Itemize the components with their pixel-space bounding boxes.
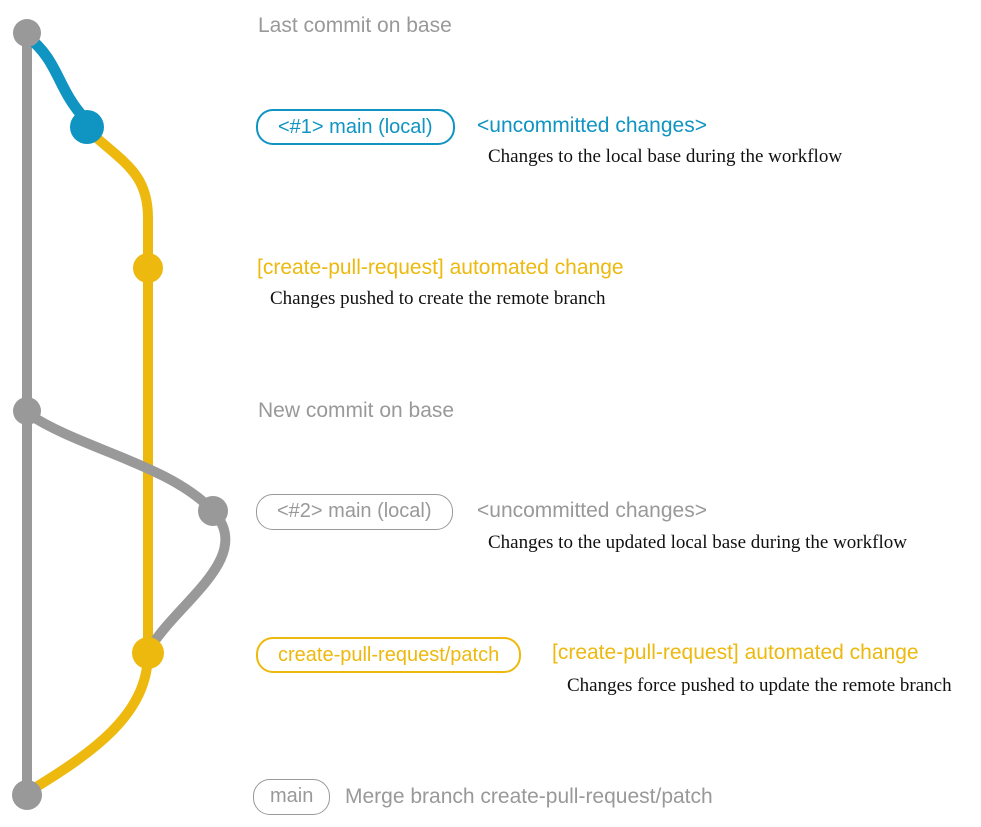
merge-commit-dot: [12, 780, 42, 810]
automated-change-title-2: [create-pull-request] automated change: [552, 641, 919, 664]
local-main-1-line: [21, 30, 92, 126]
branch-badge-create-pull-request-patch: create-pull-request/patch: [256, 637, 522, 673]
merge-branch-title: Merge branch create-pull-request/patch: [345, 785, 713, 808]
patch-commit-dot-1: [133, 253, 163, 283]
new-commit-on-base-label: New commit on base: [258, 399, 455, 422]
uncommitted-changes-title-2: <uncommitted changes>: [477, 499, 707, 522]
local-base-changes-caption-1: Changes to the local base during the wor…: [488, 146, 843, 167]
force-push-caption: Changes force pushed to update the remot…: [567, 675, 952, 696]
uncommitted-changes-title-1: <uncommitted changes>: [477, 114, 707, 137]
base-commit-dot-1: [13, 19, 41, 47]
automated-change-title-1: [create-pull-request] automated change: [257, 256, 624, 279]
last-commit-on-base-label: Last commit on base: [258, 14, 452, 37]
branch-badge-main: main: [253, 779, 331, 815]
local-base-changes-caption-2: Changes to the updated local base during…: [488, 532, 907, 553]
branch-badge-main-local-2: <#2> main (local): [256, 494, 453, 530]
patch-commit-dot-2: [132, 637, 164, 669]
base-commit-dot-2: [13, 397, 41, 425]
local-main-commit-dot-1: [70, 110, 104, 144]
branch-badge-main-local-1: <#1> main (local): [256, 109, 455, 145]
push-create-caption: Changes pushed to create the remote bran…: [270, 288, 606, 309]
local-main-2-line: [22, 408, 231, 653]
local-main-commit-dot-2: [198, 496, 228, 526]
